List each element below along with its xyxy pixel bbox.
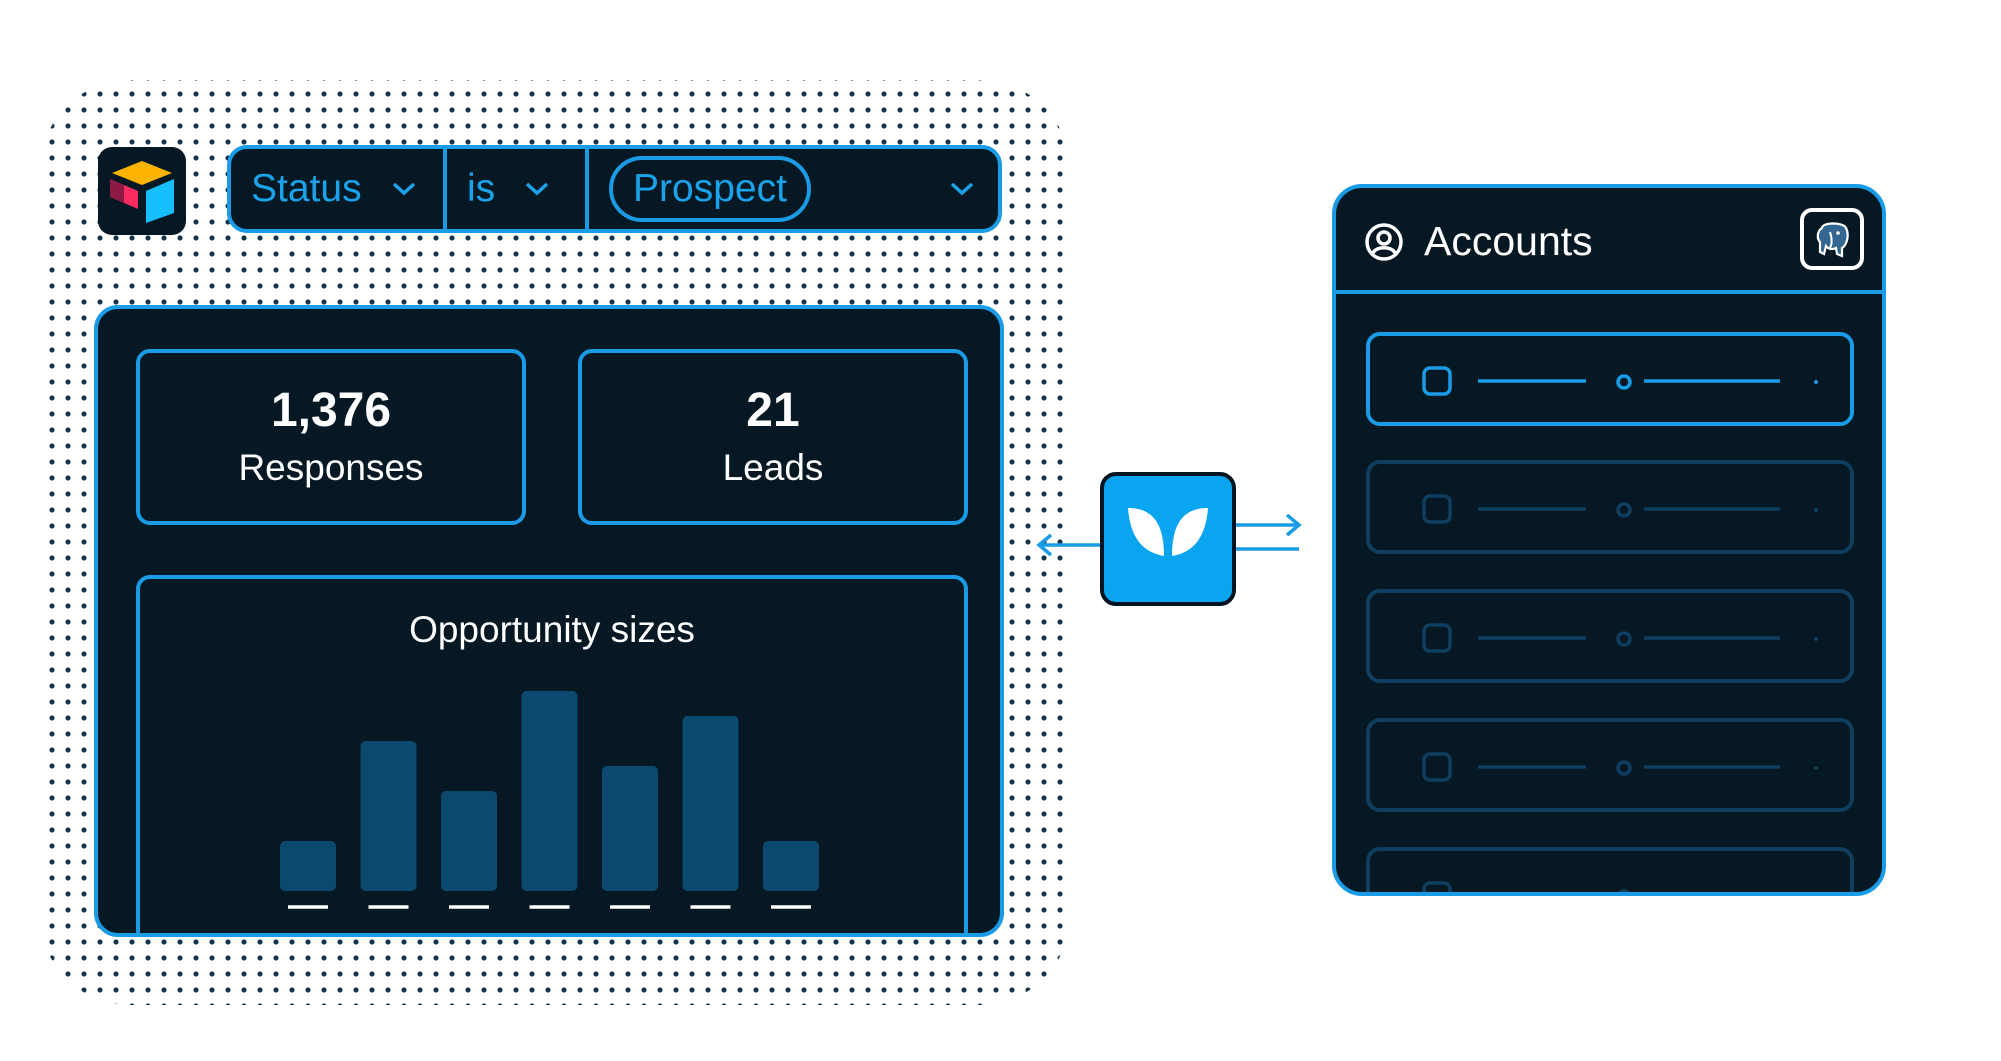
chevron-down-icon: [392, 182, 415, 196]
chart-bar: [360, 741, 417, 891]
airtable-logo-tile: [98, 147, 186, 235]
account-row[interactable]: [1366, 718, 1854, 812]
row-skeleton: [1422, 752, 1818, 782]
accounts-panel: Accounts: [1332, 184, 1886, 896]
chart-bar: [521, 691, 578, 891]
airtable-logo-icon: [110, 161, 174, 223]
status-dot-icon: [1618, 889, 1630, 892]
account-row[interactable]: [1366, 847, 1854, 892]
chart-bar: [763, 841, 819, 891]
status-dot-icon: [1616, 631, 1632, 647]
stat-value: 1,376: [270, 384, 392, 437]
stat-card-responses: 1,376 Responses: [136, 349, 526, 525]
stat-label: Responses: [238, 447, 424, 488]
operator-select-label: is: [467, 167, 496, 210]
operator-select[interactable]: is: [447, 149, 589, 229]
chart-title: Opportunity sizes: [409, 609, 695, 650]
chart-card: Opportunity sizes: [136, 575, 968, 933]
row-skeleton: [1422, 366, 1818, 396]
postgres-elephant-icon: [1816, 222, 1849, 258]
value-select[interactable]: Prospect: [589, 149, 998, 229]
sync-arrows: [1036, 513, 1302, 557]
chevron-down-icon: [950, 182, 974, 196]
filter-bar: Status is Prospect: [227, 145, 1002, 233]
chart-bar: [441, 791, 497, 891]
status-dot-icon: [1616, 760, 1632, 776]
field-select-label: Status: [251, 167, 362, 210]
arrow-left-icon: [1036, 533, 1105, 557]
checkbox-icon: [1422, 752, 1452, 782]
field-select[interactable]: Status: [231, 149, 447, 229]
accounts-header: Accounts: [1336, 188, 1882, 294]
status-dot-icon: [1616, 502, 1632, 518]
checkbox-icon: [1422, 494, 1452, 524]
row-skeleton: [1422, 494, 1818, 524]
arrow-right-icon: [1235, 513, 1302, 551]
dashboard-panel: 1,376 Responses 21 Leads Opportunity siz…: [94, 305, 1004, 937]
user-circle-icon: [1365, 223, 1403, 261]
chart-bar: [682, 716, 739, 891]
connector-logo-icon: [1128, 508, 1208, 556]
chart-bar: [602, 766, 658, 891]
database-badge: [1800, 208, 1864, 270]
stat-label: Leads: [722, 447, 824, 488]
checkbox-icon: [1422, 623, 1452, 653]
chart-bar: [280, 841, 336, 891]
stat-value: 21: [746, 384, 800, 437]
status-dot-icon: [1616, 374, 1632, 390]
row-skeleton: [1422, 881, 1630, 892]
accounts-title: Accounts: [1424, 218, 1593, 264]
stat-card-leads: 21 Leads: [578, 349, 968, 525]
account-row[interactable]: [1366, 460, 1854, 554]
checkbox-icon: [1422, 881, 1452, 892]
account-row[interactable]: [1366, 589, 1854, 683]
row-skeleton: [1422, 623, 1818, 653]
account-row[interactable]: [1366, 332, 1854, 426]
chevron-down-icon: [526, 182, 549, 196]
checkbox-icon: [1422, 366, 1452, 396]
connector-tile: [1100, 472, 1236, 606]
value-pill: Prospect: [609, 156, 811, 222]
bar-chart: [280, 691, 819, 909]
